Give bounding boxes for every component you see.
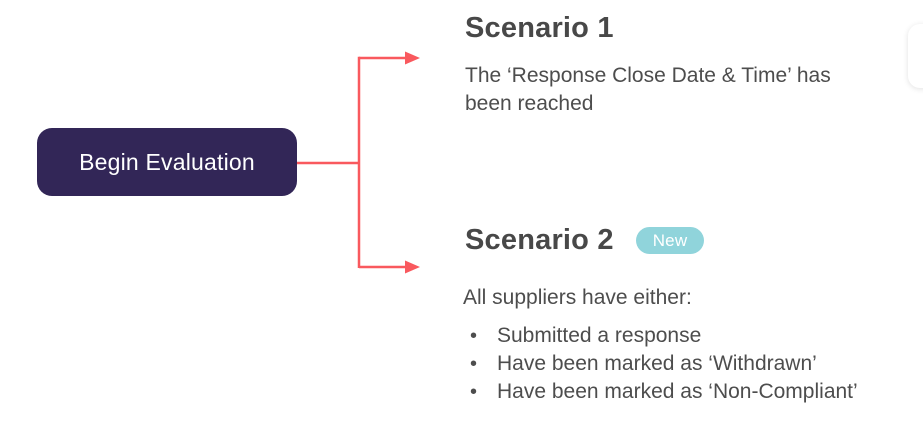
cropped-panel-edge (908, 24, 923, 88)
scenario-1-section: Scenario 1 The ‘Response Close Date & Ti… (465, 12, 905, 118)
bullet-text: Have been marked as ‘Withdrawn’ (497, 352, 817, 375)
scenario-2-title: Scenario 2 (465, 224, 614, 256)
bullet-dot-icon: • (470, 381, 478, 403)
scenario-2-header: Scenario 2 New (465, 224, 705, 257)
bullet-dot-icon: • (470, 353, 478, 375)
list-item: • Have been marked as ‘Withdrawn’ (463, 350, 923, 378)
bullet-text: Submitted a response (497, 324, 702, 347)
scenario-2-body: All suppliers have either: • Submitted a… (463, 284, 923, 406)
begin-evaluation-label: Begin Evaluation (79, 148, 255, 175)
scenario-1-title: Scenario 1 (465, 12, 614, 44)
list-item: • Submitted a response (463, 322, 923, 350)
scenario-1-description: The ‘Response Close Date & Time’ has bee… (465, 64, 831, 115)
new-badge: New (635, 227, 705, 254)
scenario-2-bullet-list: • Submitted a response • Have been marke… (463, 322, 923, 406)
begin-evaluation-node: Begin Evaluation (37, 128, 297, 196)
list-item: • Have been marked as ‘Non-Compliant’ (463, 378, 923, 406)
bullet-text: Have been marked as ‘Non-Compliant’ (497, 380, 858, 403)
bullet-dot-icon: • (470, 325, 478, 347)
arrowhead-bottom-icon (405, 260, 420, 274)
scenario-2-intro: All suppliers have either: (463, 286, 692, 309)
arrowhead-top-icon (405, 51, 420, 65)
